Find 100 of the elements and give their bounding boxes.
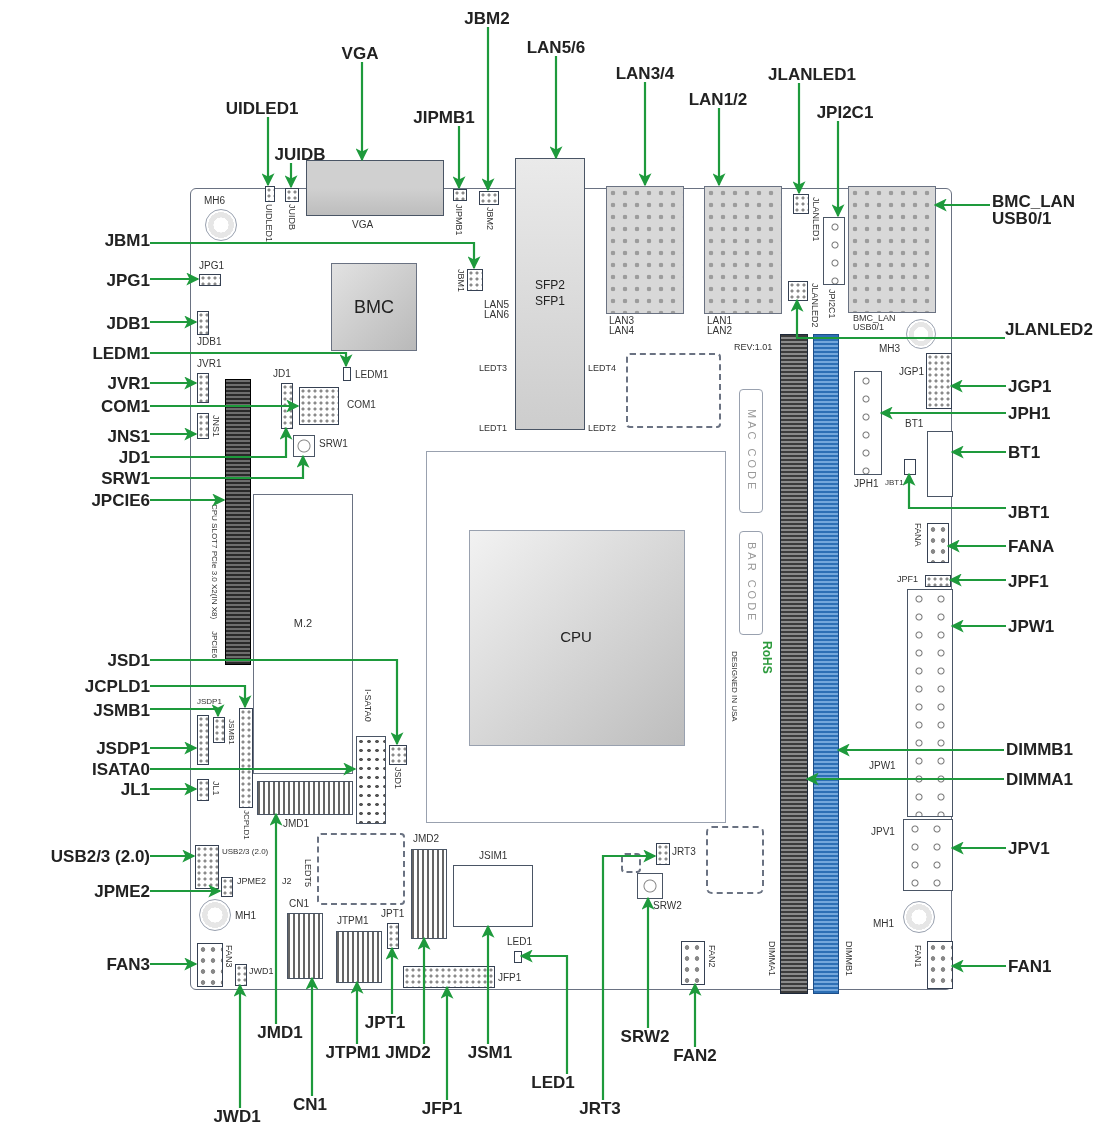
silkscreen-label: LAN3 LAN4 — [609, 316, 635, 336]
callout-label: JFP1 — [421, 1100, 463, 1117]
leader-arrow — [150, 493, 226, 507]
callout-label: FANA — [1008, 537, 1055, 555]
pin-header — [926, 353, 952, 409]
silkscreen-label: JPME2 — [237, 877, 266, 886]
pin-header — [387, 923, 399, 949]
silkscreen-label: COM1 — [347, 400, 376, 410]
leader-arrow — [150, 399, 300, 413]
lan-port — [606, 186, 684, 314]
battery-socket — [927, 431, 953, 497]
callout-label: JGP1 — [1008, 377, 1052, 395]
pin-header — [197, 311, 209, 335]
silkscreen-label: BMC_LAN USB0/1 — [853, 314, 897, 332]
leader-arrow — [350, 980, 364, 1044]
leader-arrow — [836, 743, 1004, 757]
silkscreen-label: USB2/3 (2.0) — [222, 848, 269, 856]
callout-label: FAN1 — [1008, 957, 1052, 975]
silkscreen-label: JDB1 — [197, 337, 222, 347]
pin-header — [239, 708, 253, 808]
silkscreen-label: LAN5 LAN6 — [484, 300, 510, 320]
callout-label: LEDM1 — [92, 344, 150, 362]
pin-header — [213, 717, 225, 743]
leader-arrow — [452, 126, 466, 190]
lan-port — [704, 186, 782, 314]
silkscreen-label: MH1 — [873, 919, 895, 929]
callout-label: BT1 — [1008, 443, 1041, 461]
sticker-label: MAC CODE — [739, 389, 763, 513]
pin-header — [453, 189, 467, 201]
leader-arrow — [641, 896, 655, 1028]
leader-arrow — [481, 27, 495, 192]
pin-header — [197, 715, 209, 765]
callout-label: JBM2 — [464, 10, 510, 27]
fan-header — [197, 943, 223, 987]
leader-arrow — [417, 936, 431, 1044]
leader-arrow — [150, 315, 198, 329]
leader-arrow — [233, 983, 247, 1108]
silkscreen-label: UIDLED1 — [264, 204, 273, 242]
leader-arrow — [305, 976, 319, 1096]
leader-arrow — [150, 762, 357, 776]
silkscreen-label: BT1 — [905, 419, 924, 429]
leader-arrow — [150, 704, 225, 718]
silkscreen-label: JUIDB — [287, 204, 296, 230]
pin-header — [656, 843, 670, 865]
pin-header — [403, 966, 495, 988]
callout-label: JSDP1 — [96, 739, 150, 757]
silkscreen-label: MH1 — [235, 911, 257, 921]
silkscreen-label: JLANLED1 — [811, 197, 820, 242]
callout-label: JNS1 — [107, 427, 150, 445]
leader-arrow — [284, 163, 298, 189]
silkscreen-label: JWD1 — [249, 967, 274, 976]
silkscreen-label: JSIM1 — [479, 851, 508, 861]
callout-label: JPME2 — [94, 882, 150, 900]
silkscreen-label: JRT3 — [672, 847, 696, 857]
callout-label: JCPLD1 — [84, 677, 150, 695]
callout-label: JSM1 — [467, 1044, 513, 1061]
connector — [336, 931, 382, 983]
callout-label: LAN3/4 — [615, 65, 675, 82]
silkscreen-label: CN1 — [289, 899, 309, 909]
silkscreen-label: JVR1 — [197, 359, 222, 369]
ic-chip — [621, 853, 641, 873]
silkscreen-label: JPCIE6 — [210, 631, 218, 659]
silkscreen-label: SRW1 — [319, 439, 348, 449]
silkscreen-label: JPT1 — [381, 909, 405, 919]
component-label: CPU — [560, 626, 592, 647]
sata-port — [356, 736, 386, 824]
pin-header — [925, 575, 951, 587]
power-connector — [823, 217, 845, 285]
silkscreen-label: JCPLD1 — [242, 810, 250, 840]
component-label: SFP2 — [535, 279, 565, 291]
silkscreen-label: LEDT1 — [479, 424, 507, 433]
lan-port — [848, 186, 936, 313]
leader-arrow — [150, 741, 198, 755]
silkscreen-label: SRW2 — [653, 901, 682, 911]
sticker-label: BAR CODE — [739, 531, 763, 635]
silkscreen-label: LEDT2 — [588, 424, 616, 433]
silkscreen-label: JMD2 — [413, 834, 440, 844]
connector — [287, 913, 323, 979]
pin-header — [197, 373, 209, 403]
callout-label: COM1 — [100, 397, 150, 415]
callout-label: LED1 — [531, 1074, 575, 1091]
led — [514, 951, 522, 963]
pin-header — [235, 964, 247, 986]
leader-arrow — [440, 985, 454, 1100]
callout-label: JSMB1 — [93, 701, 150, 719]
silkscreen-label: JBM1 — [456, 269, 465, 292]
leader-arrow — [549, 56, 563, 160]
leader-arrow — [638, 82, 652, 187]
pin-header — [199, 274, 221, 286]
pin-header — [299, 387, 339, 425]
component-label: BMC — [354, 295, 394, 319]
leader-arrow — [150, 658, 404, 746]
silkscreen-label: LED1 — [507, 937, 532, 947]
silkscreen-label: CPU SLOT7 PCIe 3.0 X2(IN X8) — [210, 504, 218, 620]
callout-label: JPV1 — [1008, 839, 1050, 857]
callout-label: FAN2 — [673, 1047, 717, 1064]
ic-chip — [317, 833, 405, 905]
leader-arrow — [261, 117, 275, 187]
leader-arrow — [831, 121, 845, 218]
callout-label: JMD2 — [385, 1044, 431, 1061]
